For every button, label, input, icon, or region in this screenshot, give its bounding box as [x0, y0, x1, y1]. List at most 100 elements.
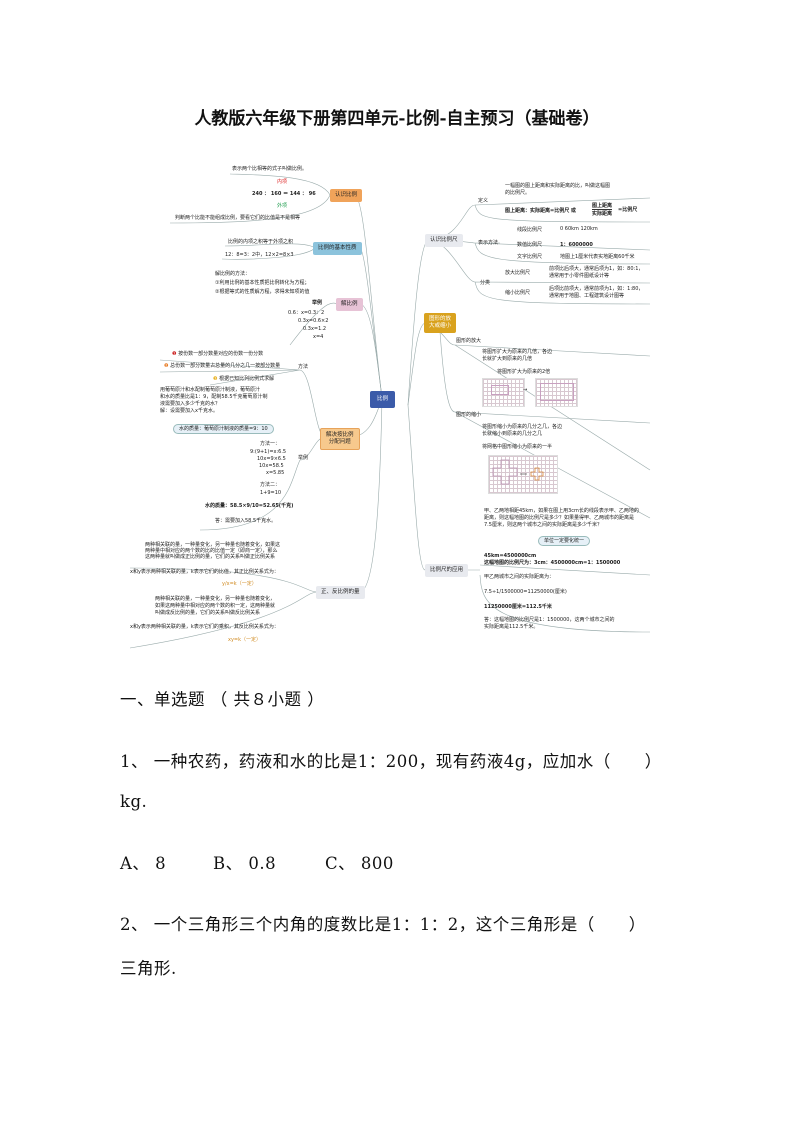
text: 将图形缩小为原来的几分之几，各边 — [482, 424, 563, 430]
text: 7.5÷1/1500000=11250000(厘米) — [484, 589, 567, 595]
number-2-icon: ❷ — [164, 363, 169, 369]
text: 将网格中图形缩小为原来的一半 — [482, 444, 553, 450]
text: 1+9=10 — [260, 490, 282, 496]
text: 240 ： 160 ＝ 144 ： 96 — [252, 191, 316, 197]
node-solve-proportion: 解比例 — [336, 298, 363, 311]
text: 判断两个比能不能组成比例，要看它们的比值是不是相等 — [175, 215, 301, 221]
section-heading: 一、单选题 （ 共８小题 ） — [120, 690, 325, 709]
text: 甲乙两城市之间的实际距离为： — [484, 574, 555, 580]
cross-shapes — [492, 459, 544, 485]
grid-cross-shape — [488, 455, 558, 494]
text: 答：这幅地图的比例尺是1：1500000，这两个城市之间的 — [484, 617, 615, 623]
text: 按份数一部分数量对应的份数一份分数 — [178, 351, 264, 357]
text: x和y表示两种相关联的量，k表示它们的乘积，其反比例关系式为： — [130, 624, 279, 630]
text: 这两种量就叫做成正比例的量，它们的关系叫做正比例关系 — [145, 554, 276, 560]
method-1: ❶ 按份数一部分数量对应的份数一份分数 — [172, 351, 263, 357]
text: 10x=9×6.5 — [257, 456, 286, 462]
text: 将图形扩大为原来的几倍，各边 — [482, 349, 553, 355]
text: 线段比例尺 — [517, 227, 543, 233]
text: 比例的内项之积等于外项之积 — [228, 239, 294, 245]
text: 这幅地图的比例尺为：3cm：4500000cm=1：1500000 — [484, 560, 621, 566]
text: 地图上1厘米代表实地距离60千米 — [560, 254, 635, 260]
text: 文字比例尺 — [517, 254, 543, 260]
text: 和水的质量比是1：9，配制58.5千克葡萄原汁制 — [160, 394, 268, 400]
text: 放大比例尺 — [505, 270, 531, 276]
text: 图形的放大 — [456, 338, 482, 344]
text: 图形的放 — [429, 316, 452, 322]
formula-direct: y/x=k（一定） — [222, 581, 257, 587]
text: 如果这两种量中相对应的两个数的积一定，这两种量就 — [155, 603, 276, 609]
text: 长就缩小到原来的几分之几 — [482, 431, 543, 437]
text: 解比例的方法： — [215, 271, 251, 277]
text: 用葡萄原汁和水配制葡萄原汁制液，葡萄原汁 — [160, 387, 261, 393]
text: x=4 — [313, 334, 324, 340]
text: 甲、乙两地相距45km，如果在图上用3cm长的线段表示甲、乙两地的 — [484, 508, 639, 514]
number-3-icon: ❸ — [213, 376, 218, 382]
number-1-icon: ❶ — [172, 351, 177, 357]
text: 0.6：x=0.3：2 — [288, 310, 325, 316]
outer-terms-label: 外项 — [277, 203, 288, 209]
arrow-icon: → — [523, 387, 528, 393]
text: 9:(9+1)=x:6.5 — [250, 449, 287, 455]
question-2-stem: 2、 一个三角形三个内角的度数比是1：1：2，这个三角形是（ ） — [120, 915, 646, 934]
inner-terms-label: 内项 — [277, 179, 288, 185]
page-title: 人教版六年级下册第四单元-比例-自主预习（基础卷） — [194, 109, 600, 129]
grid-small-rect — [482, 378, 525, 407]
text: 图上距离：实际距离=比例尺 或 — [505, 208, 576, 214]
question-1-option-c: C、 800 — [325, 854, 394, 873]
text: 两种相关联的量，一种量变化，另一种量也随着变化，如果这 — [145, 542, 281, 548]
node-scale-application: 比例尺的应用 — [425, 564, 469, 577]
text: 7.5厘米，则这两个城市之间的实际距离是多少千米？ — [484, 522, 602, 528]
text: 解：设需要加入x千克水。 — [160, 408, 218, 414]
text: 表示方法 — [478, 240, 499, 246]
text: 解决按比例 — [326, 432, 354, 438]
text: 的比例尺。 — [505, 190, 531, 196]
text: 距离，则这幅地图的比例尺是多少？如果量得甲、乙两城市的距离是 — [484, 515, 635, 521]
text: 0.3x=0.6×2 — [298, 318, 329, 324]
question-1-option-a: A、 8 — [120, 854, 167, 873]
text: 0.3x=1.2 — [303, 326, 327, 332]
text: 答：需要加入58.5千克水。 — [215, 518, 277, 524]
text: 根据已知比列比例式求解 — [219, 376, 275, 382]
line-scale: 0 60km 120km — [560, 226, 598, 232]
text: 后项比前项大，通常前项为1，如：1:80， — [549, 286, 644, 292]
question-2-stem-cont: 三角形. — [120, 959, 177, 978]
text: 举例 — [298, 455, 309, 461]
text: 大或缩小 — [429, 323, 452, 329]
text: 11250000厘米=112.5千米 — [484, 604, 552, 610]
text: 前项比后项大，通常后项为1，如：80:1， — [549, 266, 644, 272]
text: 方法一： — [260, 441, 281, 447]
text: ②根据等式的性质解方程，求得未知项的值 — [215, 289, 310, 295]
text: 叫做成反比例的量，它们的关系叫做反比例关系 — [155, 610, 261, 616]
text: 方法二： — [260, 482, 281, 488]
text: 图形的缩小 — [456, 412, 482, 418]
text: 10x=58.5 — [259, 463, 284, 469]
node-allocation: 解决按比例分配问题 — [320, 428, 360, 450]
text: 实际距离是112.5千米。 — [484, 624, 539, 630]
text: 长就扩大到原来的几倍 — [482, 356, 533, 362]
text: 方法 — [298, 364, 309, 370]
text: 通常用于地图、工程建筑设计图等 — [549, 293, 625, 299]
text: 将图形扩大为原来的2倍 — [497, 369, 551, 375]
text: 图上距离 — [592, 203, 613, 210]
text: 实际距离 — [592, 211, 613, 217]
center-node: 比例 — [370, 391, 396, 408]
text: 通常用于小零件图纸设计等 — [549, 273, 610, 279]
hint-bubble: 水的质量：葡萄原汁制液的质量=9：10 — [173, 424, 274, 434]
question-1-option-b: B、 0.8 — [213, 854, 277, 873]
formula-inverse: xy=k（一定） — [228, 637, 262, 643]
text: x=5.85 — [266, 470, 285, 476]
mind-map-connectors — [129, 173, 651, 649]
text: 数值比例尺 — [517, 242, 543, 248]
text: 分配问题 — [328, 439, 351, 445]
text: 45km=4500000cm — [484, 553, 537, 559]
text: 表示两个比相等的式子叫做比例。 — [232, 166, 308, 172]
text: 分类 — [480, 280, 491, 286]
text: 两种相关联的量，一种量变化，另一种量也随着变化， — [155, 596, 276, 602]
method-3: ❸ 根据已知比列比例式求解 — [213, 376, 274, 382]
text: 总份数一部分数量占总量的几分之几一按部分数量 — [170, 363, 281, 369]
text: 举例 — [312, 300, 323, 306]
text: =比例尺 — [618, 207, 638, 213]
hint-bubble: 单位一定要化统一 — [538, 536, 591, 546]
text: 缩小比例尺 — [505, 290, 531, 296]
